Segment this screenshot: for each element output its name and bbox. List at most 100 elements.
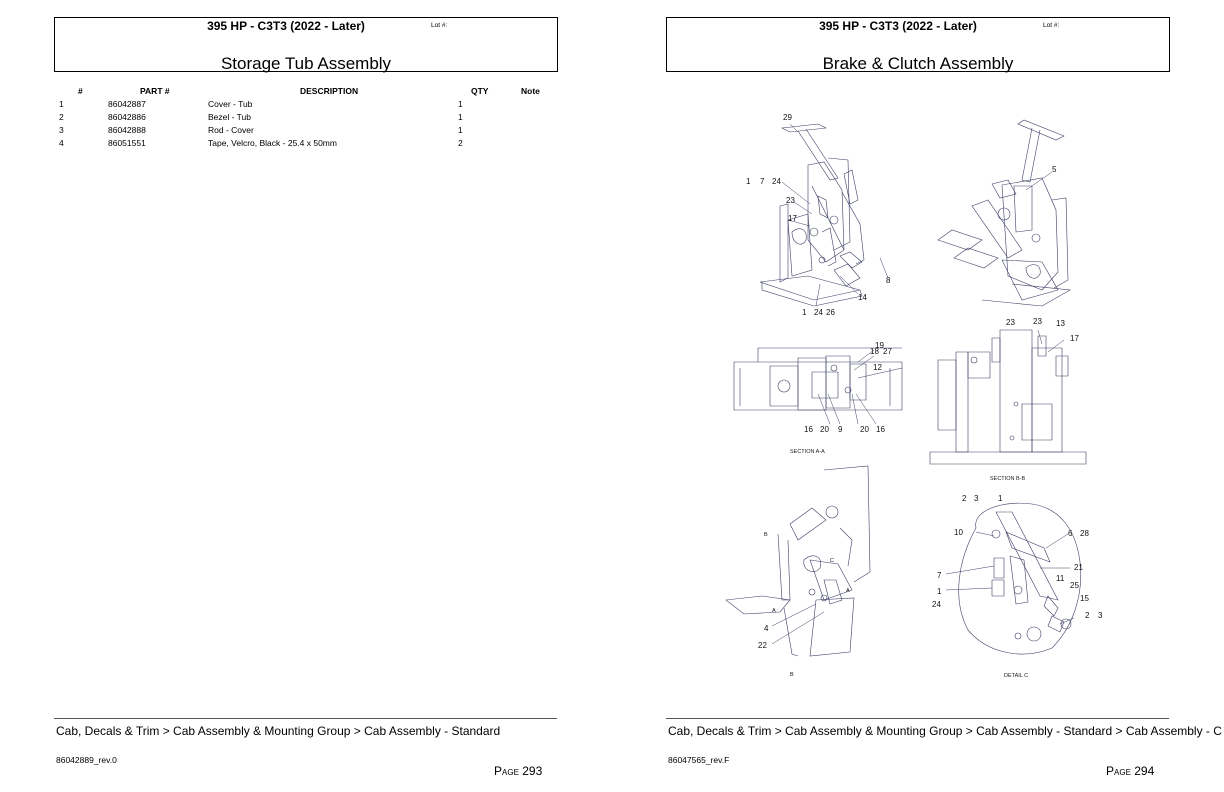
row-num: 3: [59, 125, 64, 135]
view-letter: A: [846, 588, 850, 594]
col-desc-header: DESCRIPTION: [300, 86, 359, 96]
row-num: 4: [59, 138, 64, 148]
callout: 15: [1080, 594, 1089, 603]
col-note-header: Note: [521, 86, 540, 96]
callout: 25: [1070, 581, 1079, 590]
row-part: 86051551: [108, 138, 146, 148]
section-b-caption: SECTION B-B: [990, 476, 1025, 482]
callout: 27: [883, 347, 892, 356]
view-letter: B: [764, 532, 768, 538]
row-qty: 2: [458, 138, 463, 148]
callout: 12: [873, 363, 882, 372]
document-id: 86042889_rev.0: [56, 755, 117, 765]
leader-lines: [771, 123, 1075, 645]
lot-label: Lot #:: [1043, 22, 1060, 29]
lot-label: Lot #:: [431, 22, 448, 29]
row-qty: 1: [458, 99, 463, 109]
callout: 7: [760, 177, 765, 186]
exploded-diagram: 29 1 7 24 23 17 8 14 1 24 26 5 19 18 27 …: [725, 113, 1103, 679]
callout: 22: [758, 641, 767, 650]
callout: 23: [1033, 317, 1042, 326]
callout: 1: [998, 494, 1003, 503]
callout: 3: [974, 494, 979, 503]
right-page: 395 HP - C3T3 (2022 - Later) Lot #: Brak…: [612, 0, 1224, 792]
callout: 5: [1052, 165, 1057, 174]
section-b-b-view: [929, 329, 1087, 465]
col-qty-header: QTY: [471, 86, 489, 96]
model-title: 395 HP - C3T3 (2022 - Later): [819, 19, 977, 33]
detail-c-caption: DETAIL C: [1004, 673, 1028, 679]
row-qty: 1: [458, 125, 463, 135]
page-number-value: 293: [522, 764, 543, 778]
col-num-header: #: [78, 86, 83, 96]
callout: 2: [962, 494, 967, 503]
callout: 7: [937, 571, 942, 580]
page-word: Page: [1106, 764, 1131, 778]
assembly-title: Storage Tub Assembly: [220, 54, 392, 73]
row-desc: Rod - Cover: [208, 125, 254, 135]
document-id: 86047565_rev.F: [668, 755, 730, 765]
callout: 8: [886, 276, 891, 285]
row-part: 86042887: [108, 99, 146, 109]
callout: 14: [858, 293, 867, 302]
row-num: 1: [59, 99, 64, 109]
section-a-a-view: [733, 347, 903, 411]
pedal-side-view: [725, 465, 871, 657]
view-letter: B: [790, 672, 794, 678]
callout: 3: [1098, 611, 1103, 620]
callout: 29: [783, 113, 792, 122]
callout: 2: [1085, 611, 1090, 620]
callout: 20: [820, 425, 829, 434]
callout: 26: [826, 308, 835, 317]
model-title: 395 HP - C3T3 (2022 - Later): [207, 19, 365, 33]
header-box: 395 HP - C3T3 (2022 - Later) Lot #: Brak…: [666, 17, 1170, 73]
callout: 19: [875, 341, 884, 350]
row-qty: 1: [458, 112, 463, 122]
callout: 23: [1006, 318, 1015, 327]
callout: 1: [802, 308, 807, 317]
footer-divider: [54, 718, 557, 719]
pedal-assembly-rear-view: [937, 119, 1071, 307]
callout: 24: [772, 177, 781, 186]
callout: 1: [746, 177, 751, 186]
callout: 16: [804, 425, 813, 434]
view-letter: A: [772, 608, 776, 614]
callout: 9: [838, 425, 843, 434]
callout: 1: [937, 587, 942, 596]
header-box: 395 HP - C3T3 (2022 - Later) Lot #: Stor…: [54, 17, 558, 73]
footer-divider: [666, 718, 1169, 719]
callout: 23: [786, 196, 795, 205]
callout: 11: [1056, 574, 1065, 583]
section-a-caption: SECTION A-A: [790, 449, 825, 455]
view-letter: C: [830, 558, 834, 564]
page-number: Page 293: [494, 764, 542, 778]
page-number-value: 294: [1134, 764, 1155, 778]
callout: 24: [814, 308, 823, 317]
col-part-header: PART #: [140, 86, 170, 96]
assembly-title: Brake & Clutch Assembly: [822, 54, 1014, 73]
callout: 16: [876, 425, 885, 434]
row-num: 2: [59, 112, 64, 122]
breadcrumb: Cab, Decals & Trim > Cab Assembly & Moun…: [56, 724, 501, 738]
page-word: Page: [494, 764, 519, 778]
callout: 21: [1074, 563, 1083, 572]
breadcrumb: Cab, Decals & Trim > Cab Assembly & Moun…: [668, 724, 1222, 738]
callout: 13: [1056, 319, 1065, 328]
callout: 24: [932, 600, 941, 609]
detail-c-view: [958, 502, 1082, 655]
callout: 28: [1080, 529, 1089, 538]
callout: 20: [860, 425, 869, 434]
callout: 17: [788, 214, 797, 223]
row-part: 86042886: [108, 112, 146, 122]
row-desc: Cover - Tub: [208, 99, 253, 109]
row-desc: Tape, Velcro, Black - 25.4 x 50mm: [208, 138, 337, 148]
callout: 17: [1070, 334, 1079, 343]
row-part: 86042888: [108, 125, 146, 135]
row-desc: Bezel - Tub: [208, 112, 251, 122]
callout: 4: [764, 624, 769, 633]
pedal-assembly-front-view: [759, 123, 865, 307]
callout: 6: [1068, 529, 1073, 538]
page-number: Page 294: [1106, 764, 1154, 778]
callout: 10: [954, 528, 963, 537]
callout: 18: [870, 347, 879, 356]
